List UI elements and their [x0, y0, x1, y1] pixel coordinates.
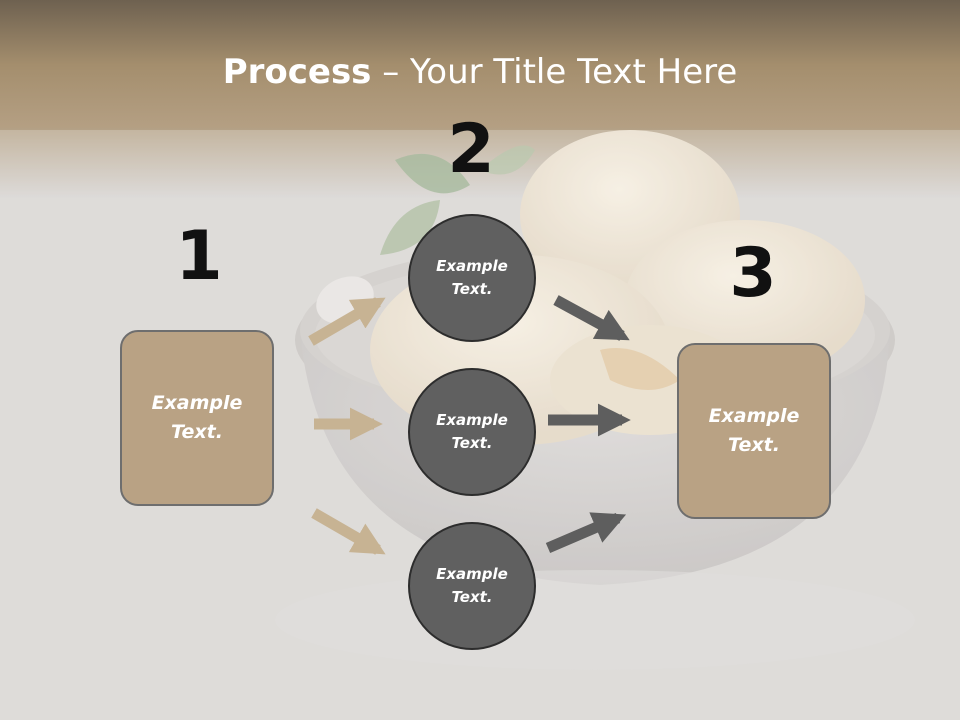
slide-title: Process – Your Title Text Here — [0, 52, 960, 92]
arrow-from-circle-bottom — [545, 512, 627, 554]
step-number-2: 2 — [447, 110, 495, 189]
arrow-to-circle-top — [308, 297, 386, 346]
circle-middle: Example Text. — [408, 368, 536, 496]
circle-middle-label: Example Text. — [436, 411, 508, 452]
circle-top-label: Example Text. — [436, 257, 508, 298]
arrow-from-circle-top — [553, 295, 630, 341]
right-box-label: Example Text. — [708, 405, 800, 456]
right-box: Example Text. — [677, 343, 831, 519]
step-number-3: 3 — [729, 234, 777, 313]
step-number-1: 1 — [175, 217, 223, 296]
title-bold: Process — [222, 52, 372, 92]
circle-bottom: Example Text. — [408, 522, 536, 650]
circle-bottom-label: Example Text. — [436, 565, 508, 606]
arrow-to-circle-bottom — [311, 508, 386, 555]
left-box-label: Example Text. — [151, 392, 243, 443]
title-rest: – Your Title Text Here — [371, 52, 738, 92]
circle-top: Example Text. — [408, 214, 536, 342]
left-box: Example Text. — [120, 330, 274, 506]
